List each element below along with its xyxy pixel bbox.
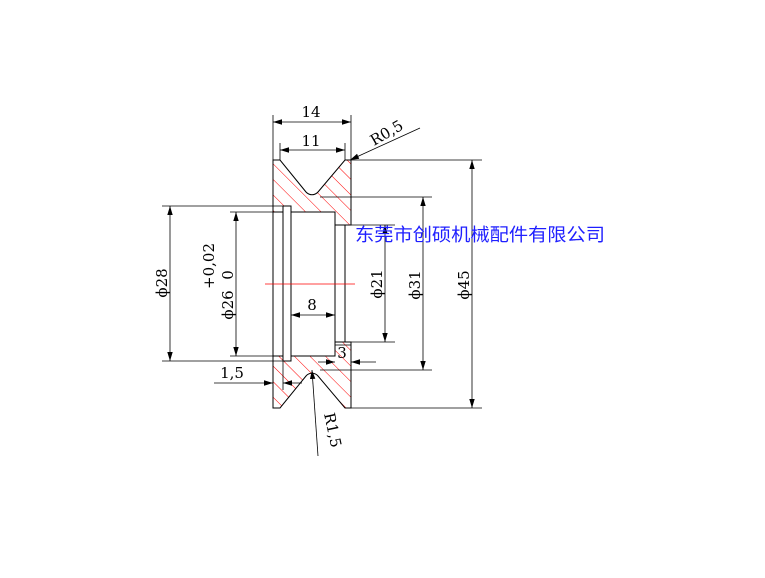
dimension-1-5: 1,5: [214, 361, 302, 390]
radius-0-5-label: R0,5: [367, 116, 406, 149]
dimension-3-label: 3: [337, 344, 347, 362]
radius-0-5-callout: R0,5: [349, 116, 421, 161]
diameter-31: ϕ31: [320, 196, 432, 371]
radius-1-5-label: R1,5: [320, 411, 345, 449]
diameter-45-label: ϕ45: [455, 270, 473, 299]
dimension-3: 3: [318, 342, 376, 368]
tolerance-upper: +0,02: [200, 243, 218, 289]
dimension-14-label: 14: [301, 103, 320, 121]
dimension-8: 8: [291, 296, 335, 318]
dimension-14: 14: [272, 103, 352, 160]
diameter-45: ϕ45: [351, 159, 482, 409]
diameter-26-label: ϕ26: [219, 290, 237, 319]
diameter-21: ϕ21: [345, 224, 395, 343]
diameter-31-label: ϕ31: [406, 270, 424, 299]
diameter-28: ϕ28: [153, 205, 283, 362]
company-watermark: 东莞市创硕机械配件有限公司: [355, 225, 605, 246]
diameter-26: +0,02 0 ϕ26: [200, 211, 283, 357]
dimension-11: 11: [279, 132, 346, 160]
bore-edges: [272, 206, 346, 361]
diameter-28-label: ϕ28: [153, 268, 171, 297]
diameter-21-label: ϕ21: [368, 269, 386, 298]
tolerance-lower: 0: [219, 270, 237, 280]
upper-flange-section: [272, 159, 352, 226]
dimension-1-5-label: 1,5: [220, 364, 244, 382]
dimension-8-label: 8: [307, 296, 317, 314]
lower-flange-section: [272, 341, 352, 409]
dimension-11-label: 11: [301, 132, 320, 150]
